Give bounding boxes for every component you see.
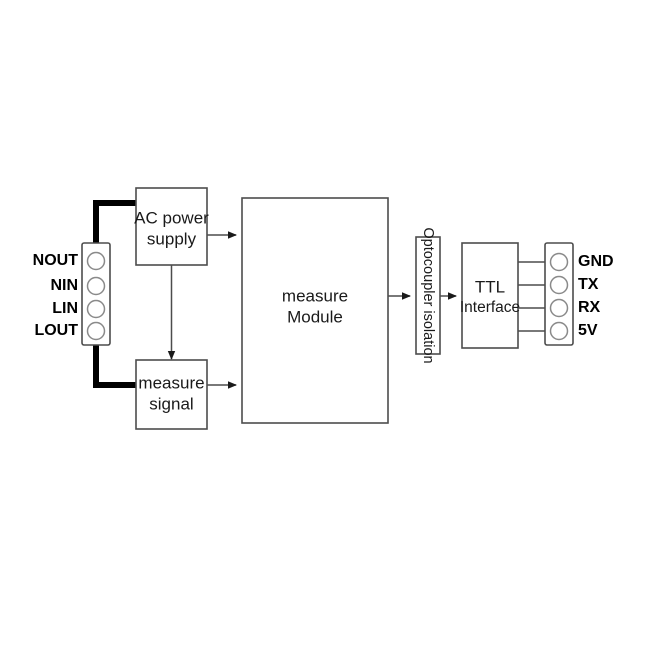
measure-signal-block[interactable]: measure signal	[135, 359, 208, 430]
right-pin-header[interactable]	[544, 242, 574, 346]
terminal-pin-lin[interactable]	[86, 299, 106, 319]
optocoupler-isolation-label: Optocoupler isolation	[420, 227, 436, 363]
ttl-interface-label-line1: TTL	[475, 277, 505, 296]
left-terminal-block[interactable]	[81, 242, 111, 346]
ac-power-supply-label-line1: AC power	[134, 208, 209, 227]
header-pin-tx[interactable]	[549, 275, 569, 295]
ac-power-supply-block[interactable]: AC power supply	[134, 187, 209, 266]
measure-module-label-line2: Module	[287, 307, 343, 326]
measure-module-block[interactable]: measure Module	[241, 197, 389, 424]
ttl-interface-label-line2: Interface	[460, 299, 520, 316]
terminal-label-lout: LOUT	[34, 322, 78, 339]
terminal-label-nin: NIN	[50, 277, 78, 294]
terminal-pin-nin[interactable]	[86, 276, 106, 296]
header-pin-gnd[interactable]	[549, 252, 569, 272]
terminal-pin-lout[interactable]	[86, 321, 106, 341]
terminal-label-nout: NOUT	[33, 252, 79, 269]
measure-signal-label-line1: measure	[138, 373, 204, 392]
terminal-label-lin: LIN	[52, 300, 78, 317]
terminal-pin-nout[interactable]	[86, 251, 106, 271]
ttl-interface-block[interactable]: TTL Interface	[460, 242, 520, 349]
ttl-to-header-wires	[518, 261, 545, 332]
ac-power-supply-label-line2: supply	[147, 229, 197, 248]
header-label-gnd: GND	[578, 253, 614, 270]
measure-signal-label-line2: signal	[149, 394, 193, 413]
header-pin-rx[interactable]	[549, 298, 569, 318]
header-label-5v: 5V	[578, 322, 598, 339]
header-pin-5v[interactable]	[549, 321, 569, 341]
header-label-tx: TX	[578, 276, 599, 293]
optocoupler-isolation-block[interactable]: Optocoupler isolation	[415, 227, 441, 364]
measure-module-label-line1: measure	[282, 286, 348, 305]
header-label-rx: RX	[578, 299, 601, 316]
